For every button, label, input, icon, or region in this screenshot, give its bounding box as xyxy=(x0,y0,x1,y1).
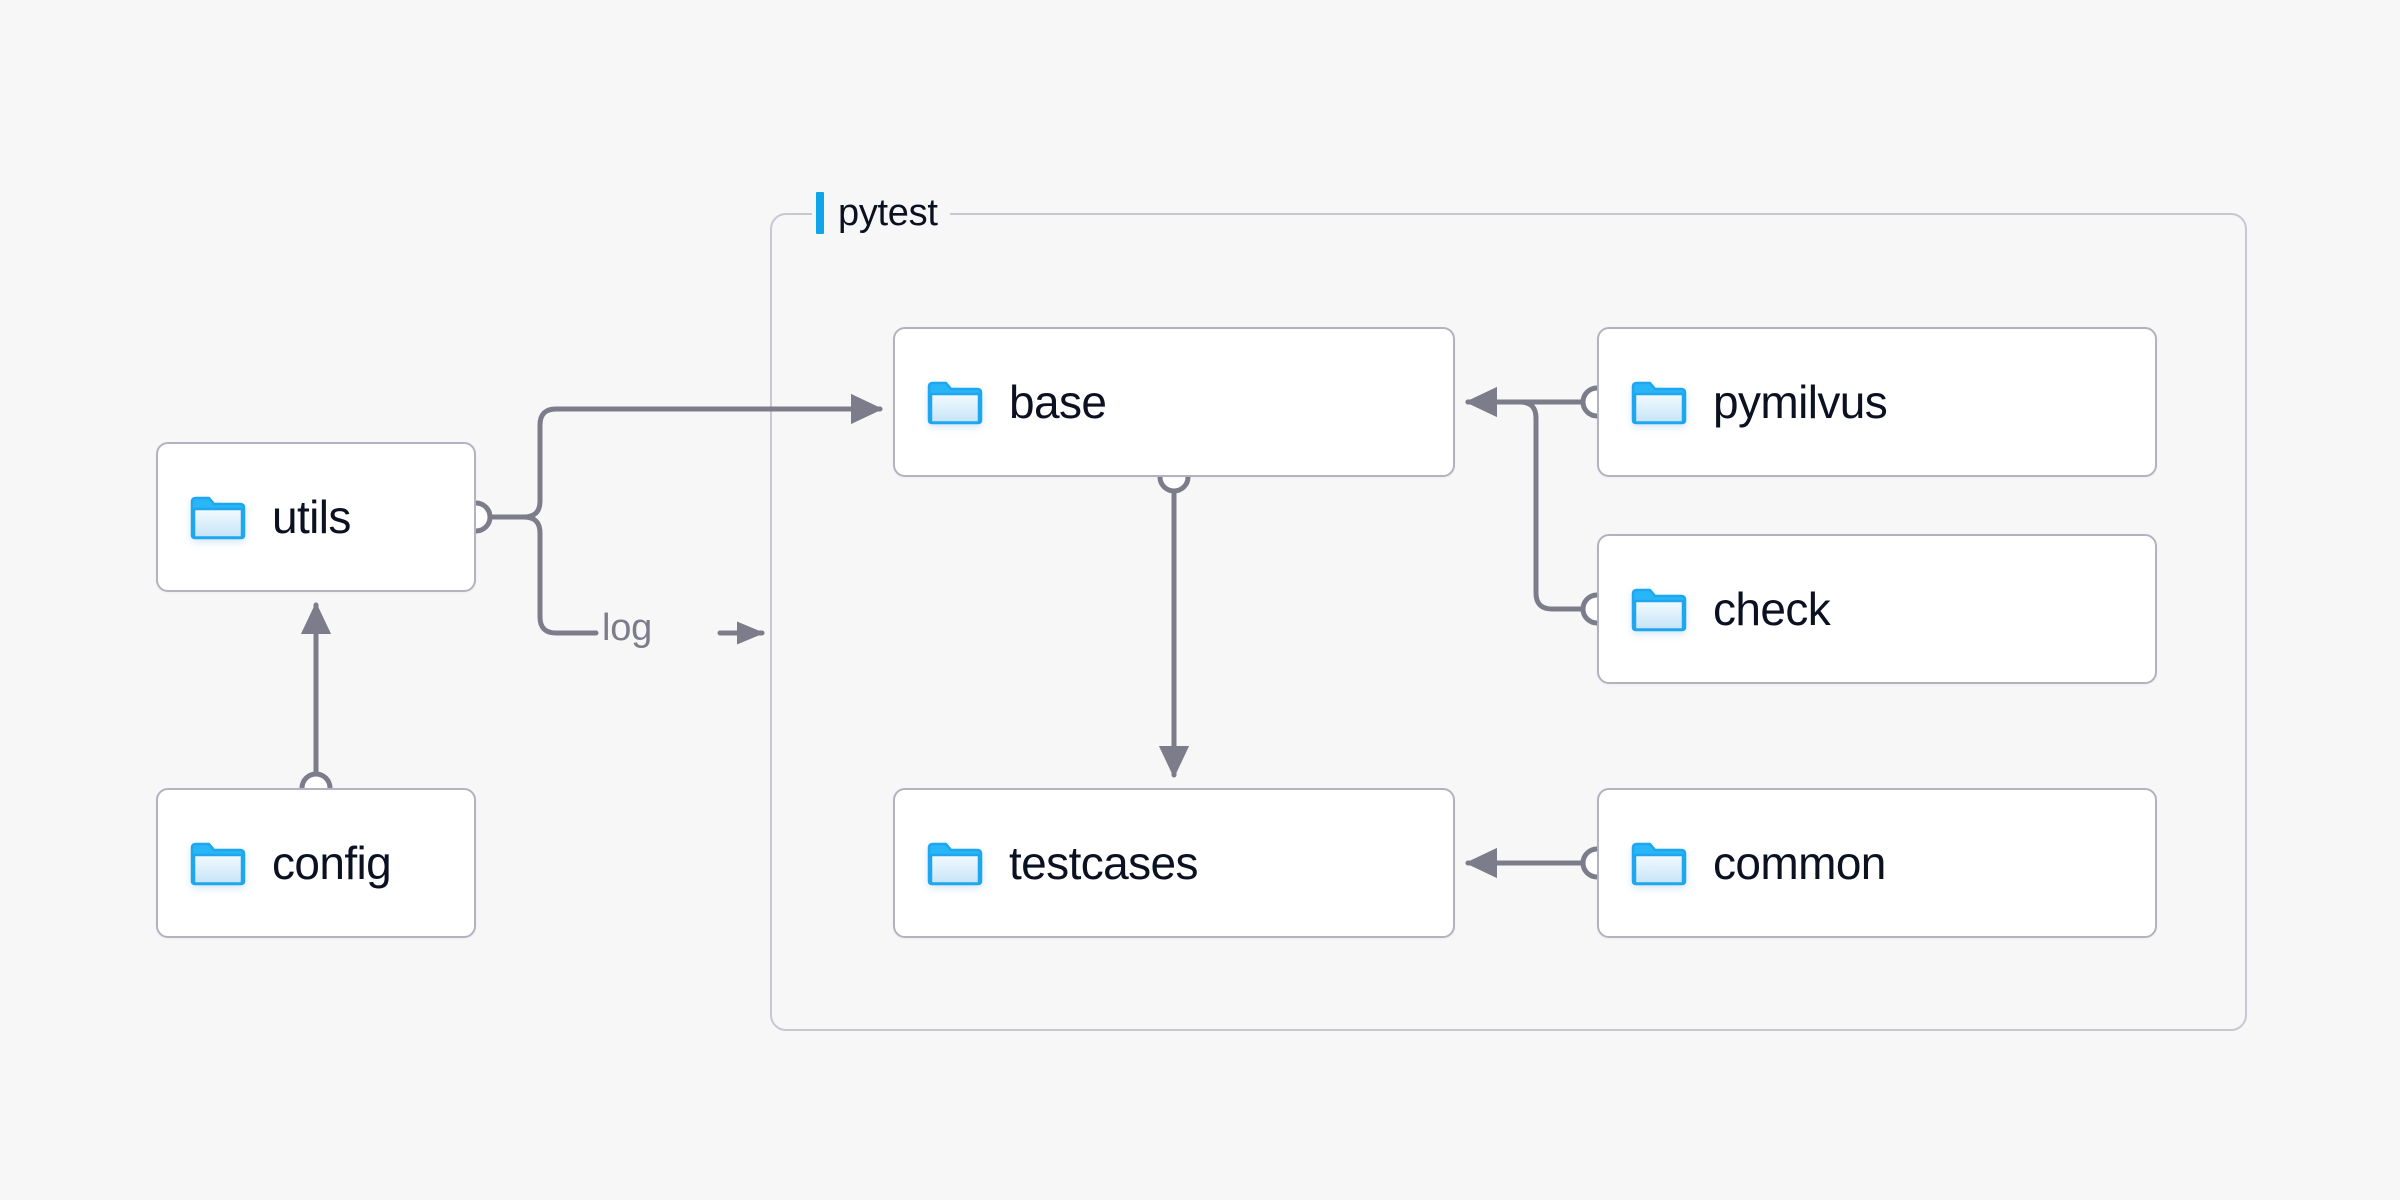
folder-icon xyxy=(190,494,246,540)
node-label: config xyxy=(272,837,392,889)
node-label: check xyxy=(1713,583,1831,635)
node-base[interactable]: base xyxy=(893,327,1455,477)
folder-icon xyxy=(190,840,246,886)
folder-icon xyxy=(927,379,983,425)
node-common[interactable]: common xyxy=(1597,788,2157,938)
node-label: base xyxy=(1009,376,1107,428)
node-testcases[interactable]: testcases xyxy=(893,788,1455,938)
node-check[interactable]: check xyxy=(1597,534,2157,684)
node-label: pymilvus xyxy=(1713,376,1888,428)
node-utils[interactable]: utils xyxy=(156,442,476,592)
node-label: common xyxy=(1713,837,1886,889)
node-pymilvus[interactable]: pymilvus xyxy=(1597,327,2157,477)
folder-icon xyxy=(927,840,983,886)
group-accent-bar xyxy=(816,192,824,234)
edge-label-log: log xyxy=(602,607,653,649)
group-pytest-label: pytest xyxy=(812,190,950,236)
edge-utils-log xyxy=(521,514,599,636)
folder-icon xyxy=(1631,586,1687,632)
node-label: utils xyxy=(272,491,351,543)
node-label: testcases xyxy=(1009,837,1199,889)
folder-icon xyxy=(1631,379,1687,425)
group-pytest[interactable] xyxy=(770,213,2247,1031)
group-label-text: pytest xyxy=(838,192,938,234)
folder-icon xyxy=(1631,840,1687,886)
node-config[interactable]: config xyxy=(156,788,476,938)
